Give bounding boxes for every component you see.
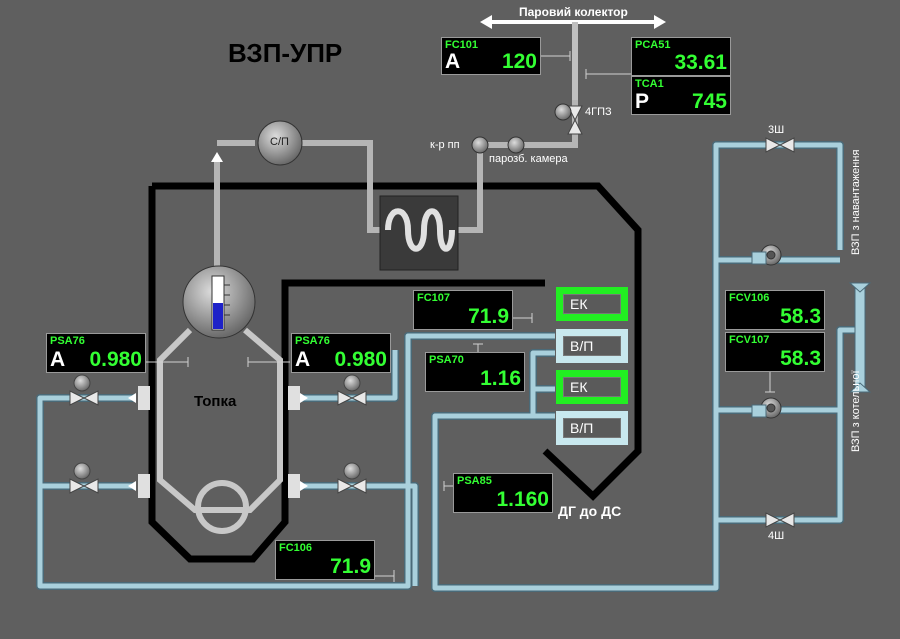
tca1-tag: TCA1 <box>635 78 664 90</box>
steam-chamber-label: парозб. камера <box>489 153 568 165</box>
fc101-tag: FC101 <box>445 39 479 51</box>
section-vp-lower[interactable]: В/П <box>556 411 628 445</box>
fc101-panel[interactable]: FC101 A 120 <box>441 37 541 75</box>
fc101-value: 120 <box>501 50 537 73</box>
fc107-panel[interactable]: FC107 71.9 <box>413 290 513 330</box>
valve-4sh-label: 4Ш <box>768 530 785 542</box>
drum-icon <box>182 265 256 339</box>
fc107-tag: FC107 <box>417 292 451 304</box>
fc107-value: 71.9 <box>468 305 509 328</box>
pca51-panel[interactable]: PCA51 33.61 <box>631 37 731 76</box>
valve-3sh-label: 3Ш <box>768 124 785 136</box>
psa76-right-mode: A <box>295 348 311 371</box>
psa76-right-panel[interactable]: PSA76 A 0.980 <box>291 333 391 373</box>
vzp-boiler-label: ВЗП з котельної <box>850 370 862 452</box>
fan-icons <box>751 244 782 419</box>
steam-header <box>480 15 666 100</box>
fcv107-panel[interactable]: FCV107 58.3 <box>725 332 825 372</box>
psa70-tag: PSA70 <box>429 354 464 366</box>
psa85-tag: PSA85 <box>457 475 492 487</box>
furnace-inner <box>157 327 283 534</box>
section-vp-upper[interactable]: В/П <box>556 329 628 363</box>
psa76-left-value: 0.980 <box>89 348 142 371</box>
tca1-panel[interactable]: TCA1 P 745 <box>631 76 731 115</box>
page-title: ВЗП-УПР <box>228 38 343 68</box>
valve-4gpz-label: 4ГПЗ <box>585 106 612 118</box>
fcv107-value: 58.3 <box>780 347 821 370</box>
valve-4gpz-icon <box>554 103 583 135</box>
steam-header-label: Паровий колектор <box>519 5 628 19</box>
air-pipes-inner <box>37 142 860 591</box>
flue-gas-label: ДГ до ДС <box>558 503 622 519</box>
psa85-panel[interactable]: PSA85 1.160 <box>453 473 553 513</box>
fc106-value: 71.9 <box>330 555 371 578</box>
psa76-right-value: 0.980 <box>334 348 387 371</box>
fc106-panel[interactable]: FC106 71.9 <box>275 540 375 580</box>
pca51-tag: PCA51 <box>635 39 671 51</box>
section-ek-upper-label: ЕК <box>563 294 621 314</box>
section-vp-upper-label: В/П <box>563 336 621 356</box>
kr-pp-label: к-р пп <box>430 139 460 151</box>
furnace-label: Топка <box>194 393 237 410</box>
fc106-tag: FC106 <box>279 542 313 554</box>
air-valves <box>69 137 795 528</box>
fcv106-tag: FCV106 <box>729 292 770 304</box>
vzp-load-label: ВЗП з навантаження <box>850 149 862 255</box>
pca51-value: 33.61 <box>674 51 727 74</box>
psa70-value: 1.16 <box>480 367 521 390</box>
separator-icon <box>257 120 303 166</box>
psa70-panel[interactable]: PSA70 1.16 <box>425 352 525 392</box>
psa85-value: 1.160 <box>496 488 549 511</box>
section-ek-lower-label: ЕК <box>563 377 621 397</box>
psa76-right-tag: PSA76 <box>295 335 330 347</box>
tca1-value: 745 <box>691 90 727 113</box>
section-ek-lower[interactable]: ЕК <box>556 370 628 404</box>
boiler-outline <box>148 182 642 563</box>
psa76-left-mode: A <box>50 348 66 371</box>
section-vp-lower-label: В/П <box>563 418 621 438</box>
separator-label: С/П <box>270 136 289 148</box>
fcv107-tag: FCV107 <box>729 334 770 346</box>
tca1-mode: P <box>635 90 650 113</box>
fcv106-value: 58.3 <box>780 305 821 328</box>
section-ek-upper[interactable]: ЕК <box>556 287 628 321</box>
fcv106-panel[interactable]: FCV106 58.3 <box>725 290 825 330</box>
arrow-up-icon <box>211 152 223 162</box>
psa76-left-panel[interactable]: PSA76 A 0.980 <box>46 333 146 373</box>
psa76-left-tag: PSA76 <box>50 335 85 347</box>
fc101-mode: A <box>445 50 461 73</box>
superheater-icon <box>379 195 459 271</box>
